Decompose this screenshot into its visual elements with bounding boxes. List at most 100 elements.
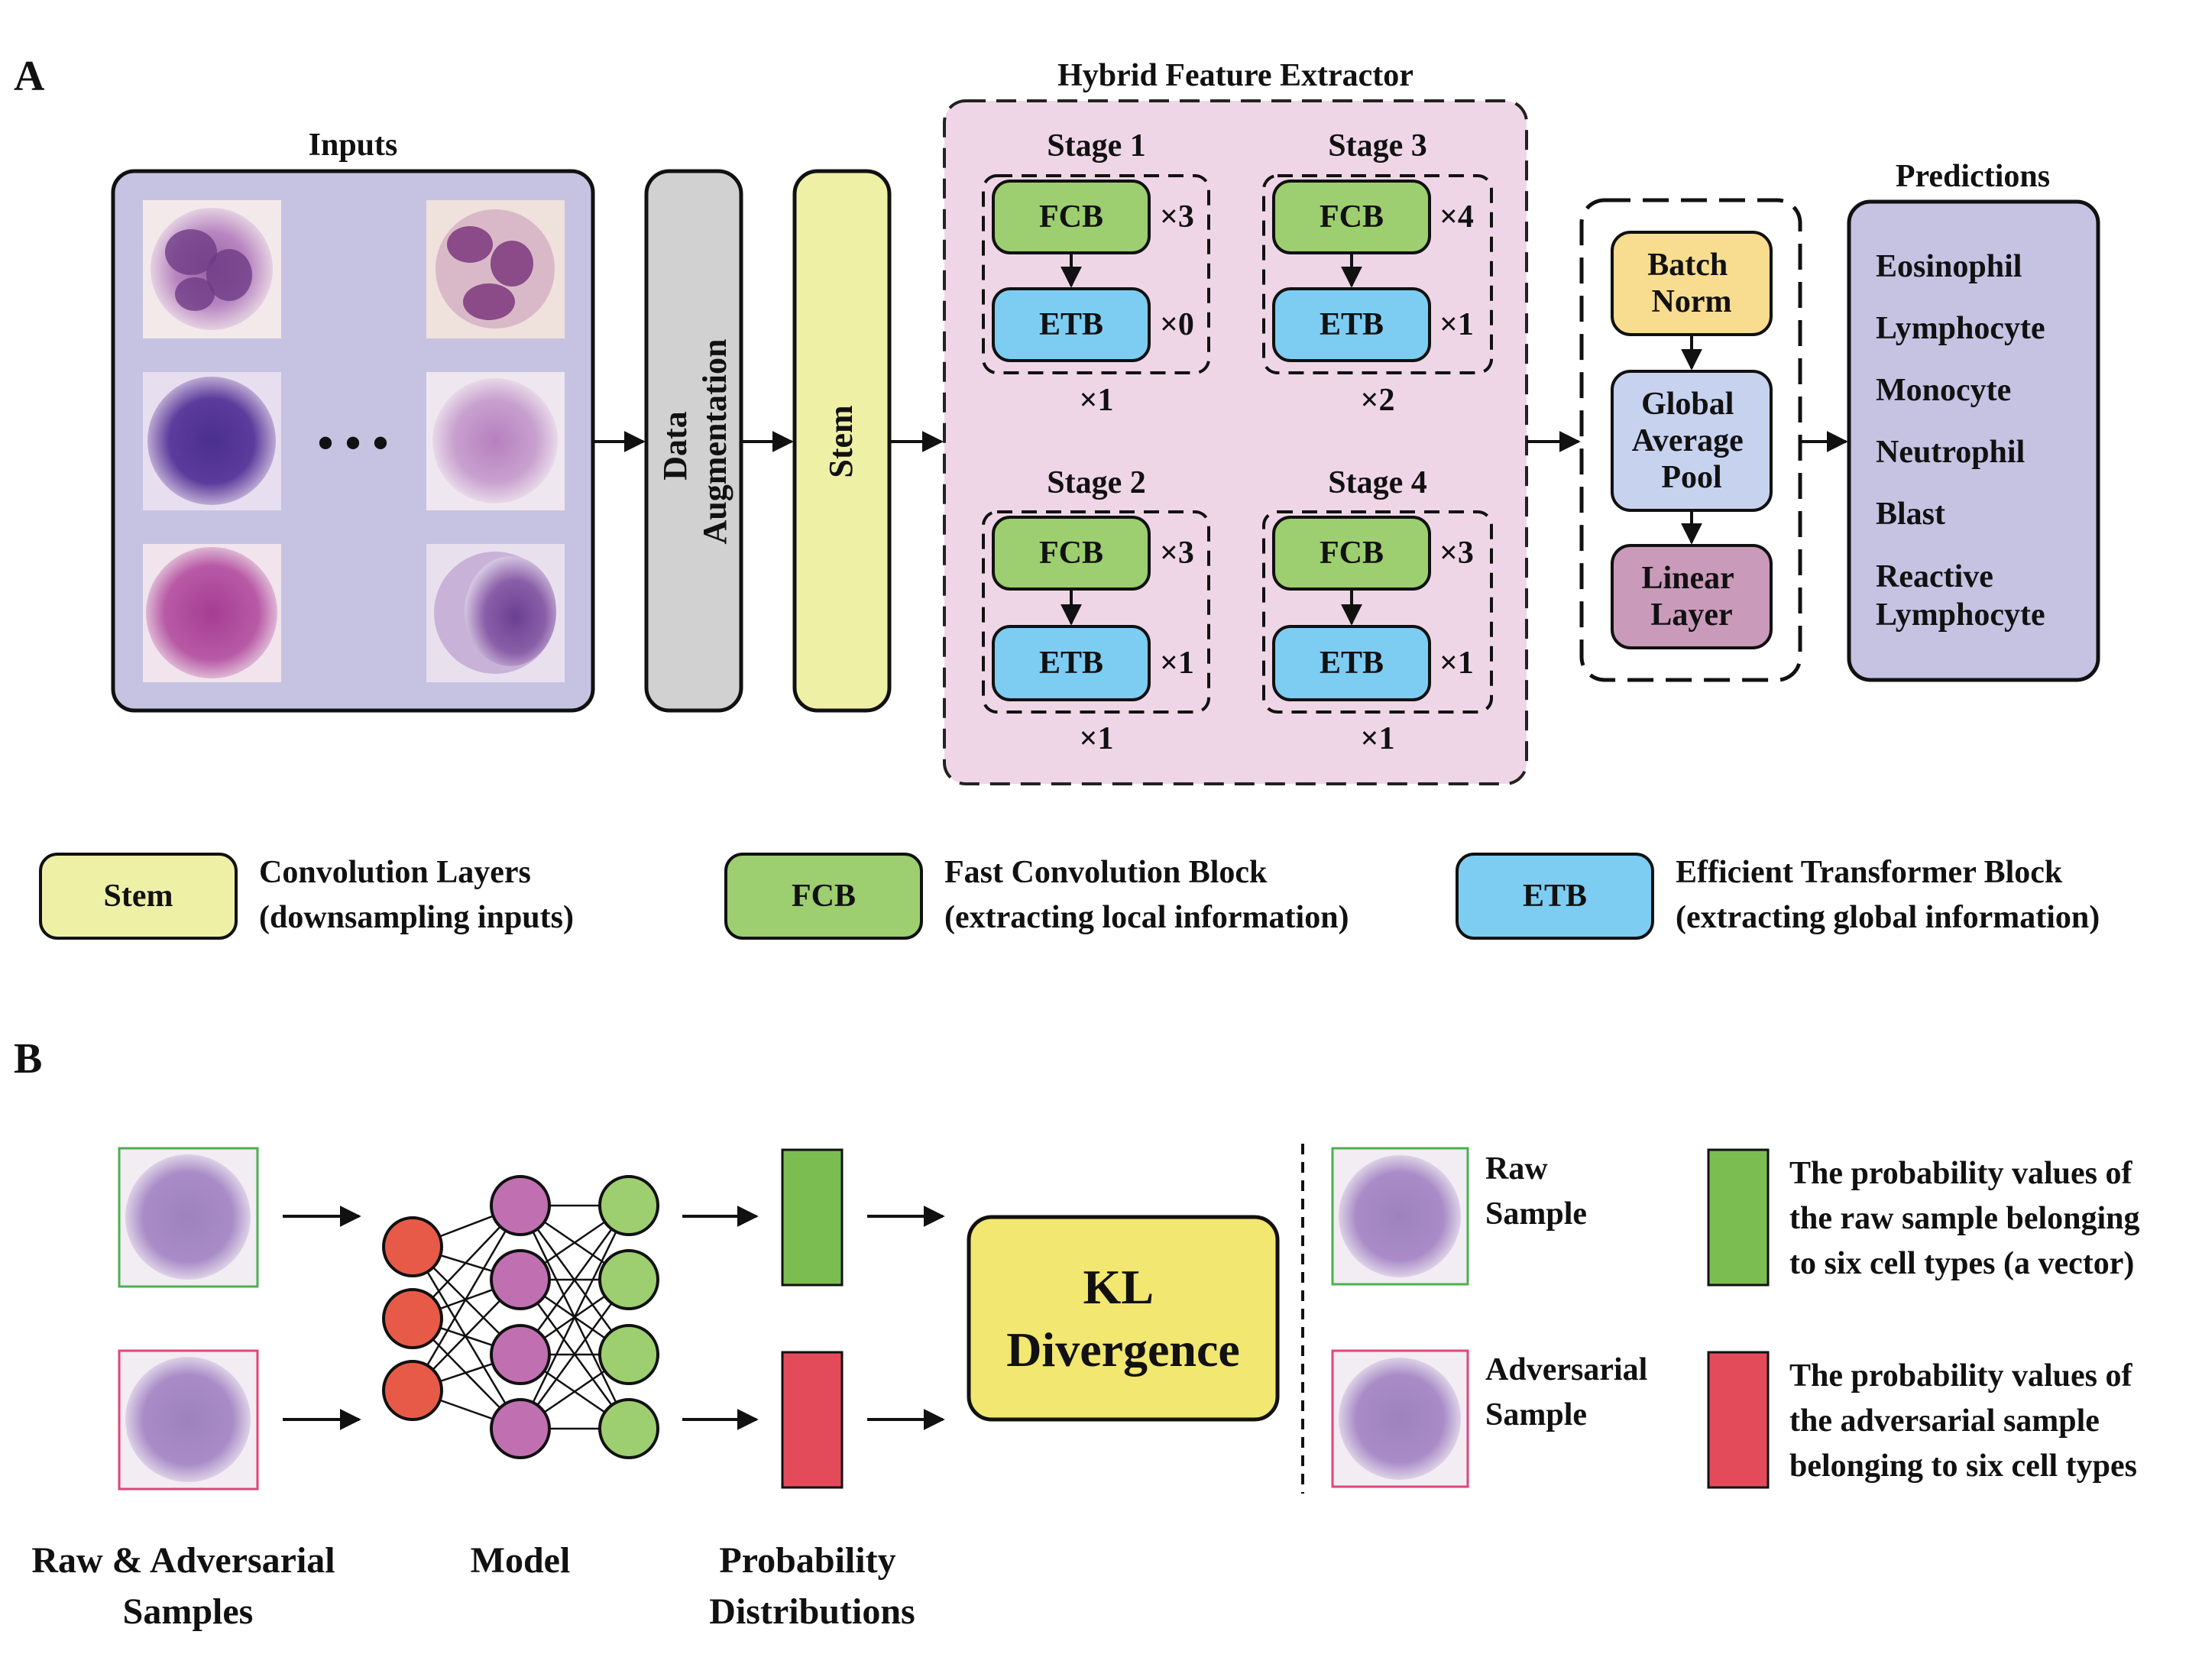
legend-fcb-box xyxy=(724,853,923,940)
legend-adversarial-bar xyxy=(1707,1351,1770,1489)
legend: Stem Convolution Layers (downsampling in… xyxy=(39,853,2100,940)
raw-probability-bar xyxy=(781,1148,844,1287)
stage-dashed-box xyxy=(982,510,1210,714)
nn-hidden-node xyxy=(490,1324,551,1385)
prediction-item: Monocyte xyxy=(1876,373,2011,408)
legend-etb-label: ETB xyxy=(1523,879,1587,914)
batch-norm-label: Batch Norm xyxy=(1647,248,1736,319)
etb-block xyxy=(1272,287,1431,362)
nn-hidden-node xyxy=(490,1249,551,1310)
legend-raw-desc: The probability values of the raw sample… xyxy=(1789,1156,2148,1281)
data-augmentation-label: Data Augmentation xyxy=(656,339,733,545)
nn-hidden-node xyxy=(490,1398,551,1459)
etb-multiplier: ×1 xyxy=(1439,307,1474,342)
input-cell-image xyxy=(426,200,565,338)
input-cell-image xyxy=(143,372,281,510)
prediction-item: Reactive Lymphocyte xyxy=(1876,559,2045,633)
kl-divergence-label: KL Divergence xyxy=(1006,1260,1240,1377)
legend-raw-sample-image xyxy=(1331,1147,1469,1286)
fcb-multiplier: ×3 xyxy=(1160,199,1194,235)
etb-multiplier: ×1 xyxy=(1160,646,1194,681)
predictions-title: Predictions xyxy=(1896,159,2050,194)
hybrid-feature-extractor-title: Hybrid Feature Extractor xyxy=(1057,58,1413,93)
samples-caption: Raw & Adversarial Samples xyxy=(31,1540,344,1632)
input-cell-image xyxy=(143,544,281,682)
stage-4: Stage 4 FCB ×3 ETB ×1 ×1 xyxy=(1262,465,1493,756)
stage-dashed-box xyxy=(1262,174,1493,374)
panel-a-label: A xyxy=(14,53,45,100)
legend-fcb-desc: Fast Convolution Block (extracting local… xyxy=(944,855,1349,935)
stage-title: Stage 4 xyxy=(1328,465,1427,500)
stage-title: Stage 1 xyxy=(1047,128,1146,163)
input-cell-image xyxy=(426,544,565,682)
stage-1: Stage 1 FCB ×3 ETB ×0 ×1 xyxy=(982,128,1210,418)
neural-network-model xyxy=(382,1175,659,1459)
legend-stem-box xyxy=(39,853,238,940)
global-average-pool-label: Global Average Pool xyxy=(1632,387,1752,495)
linear-layer-label: Linear Layer xyxy=(1641,561,1741,633)
legend-adversarial-sample-image xyxy=(1331,1349,1469,1488)
legend-raw-bar xyxy=(1707,1148,1770,1287)
legend-etb-desc: Efficient Transformer Block (extracting … xyxy=(1676,855,2100,935)
nn-hidden-node xyxy=(490,1175,551,1236)
nn-output-node xyxy=(598,1398,659,1459)
stage-dashed-box xyxy=(1262,510,1493,714)
etb-block xyxy=(1272,625,1431,701)
nn-input-node xyxy=(382,1216,443,1277)
etb-label: ETB xyxy=(1320,646,1384,681)
legend-fcb-label: FCB xyxy=(792,879,856,914)
etb-multiplier: ×1 xyxy=(1439,646,1474,681)
adversarial-probability-bar xyxy=(781,1351,844,1489)
fcb-label: FCB xyxy=(1039,536,1103,571)
inputs-title: Inputs xyxy=(309,128,398,163)
nn-output-node xyxy=(598,1175,659,1236)
etb-label: ETB xyxy=(1320,307,1384,342)
nn-output-node xyxy=(598,1324,659,1385)
legend-adversarial-sample-label: Adversarial Sample xyxy=(1485,1352,1656,1432)
legend-stem-label: Stem xyxy=(104,879,173,914)
legend-stem-desc: Convolution Layers (downsampling inputs) xyxy=(259,855,574,935)
etb-block xyxy=(992,625,1151,701)
stem-label: Stem xyxy=(822,405,860,477)
legend-raw-sample-label: Raw Sample xyxy=(1485,1151,1587,1232)
nn-input-node xyxy=(382,1288,443,1349)
fcb-multiplier: ×4 xyxy=(1439,199,1474,235)
etb-multiplier: ×0 xyxy=(1160,307,1194,342)
stage-repeat: ×1 xyxy=(1080,721,1114,756)
prediction-item: Lymphocyte xyxy=(1876,311,2045,346)
stage-repeat: ×1 xyxy=(1361,721,1395,756)
input-cell-image xyxy=(143,200,281,338)
nn-input-node xyxy=(382,1360,443,1421)
model-caption: Model xyxy=(471,1540,571,1581)
fcb-multiplier: ×3 xyxy=(1160,536,1194,571)
legend-etb-box xyxy=(1456,853,1654,940)
stage-repeat: ×2 xyxy=(1361,383,1395,418)
etb-block xyxy=(992,287,1151,362)
predictions-panel xyxy=(1847,199,2100,682)
etb-label: ETB xyxy=(1039,646,1103,681)
fcb-multiplier: ×3 xyxy=(1439,536,1474,571)
stage-2: Stage 2 FCB ×3 ETB ×1 ×1 xyxy=(982,465,1210,756)
ellipsis-dots: • • • xyxy=(317,418,388,468)
fcb-label: FCB xyxy=(1039,199,1103,235)
stage-title: Stage 3 xyxy=(1328,128,1427,163)
prediction-item: Eosinophil xyxy=(1876,249,2022,284)
linear-layer-block xyxy=(1611,544,1773,649)
fcb-label: FCB xyxy=(1320,536,1384,571)
stage-title: Stage 2 xyxy=(1047,465,1146,500)
raw-sample-image xyxy=(118,1147,259,1288)
panel-b-label: B xyxy=(14,1035,42,1083)
nn-edges xyxy=(411,1204,630,1430)
nn-output-node xyxy=(598,1249,659,1310)
etb-label: ETB xyxy=(1039,307,1103,342)
prediction-item: Neutrophil xyxy=(1876,435,2025,470)
adversarial-sample-image xyxy=(118,1349,259,1491)
kl-divergence-block xyxy=(967,1215,1280,1422)
stage-repeat: ×1 xyxy=(1080,383,1114,418)
stage-dashed-box xyxy=(982,174,1210,374)
fcb-label: FCB xyxy=(1320,199,1384,235)
prediction-item: Blast xyxy=(1876,497,1945,532)
legend-adversarial-desc: The probability values of the adversaria… xyxy=(1789,1358,2140,1484)
input-cell-image xyxy=(426,372,565,510)
